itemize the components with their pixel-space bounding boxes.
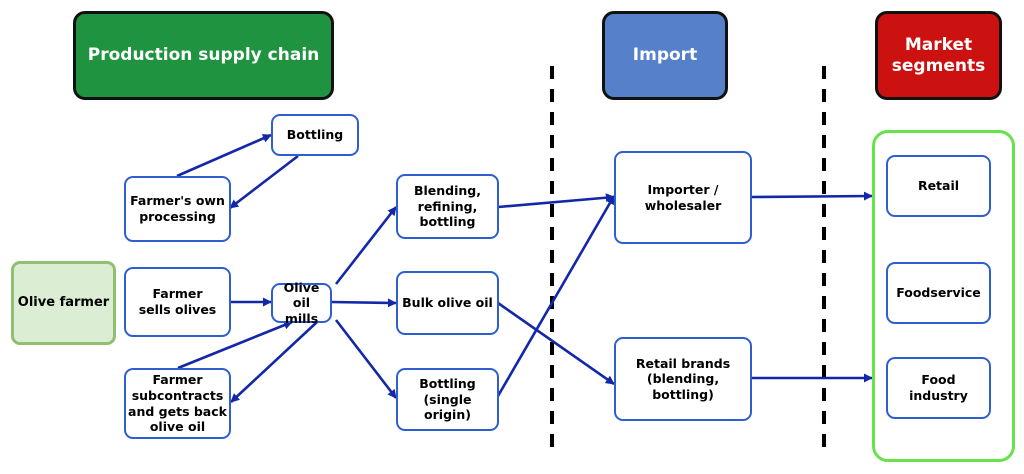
importer-wholesaler-box: Importer / wholesaler [614, 151, 752, 244]
production-header: Production supply chain [73, 11, 334, 100]
arrow-mills-to-bottling-single-origin [334, 319, 398, 399]
arrow-mills-to-bulk-oil [330, 298, 397, 308]
arrow-mills-to-blending [334, 206, 398, 285]
arrow-bottling-single-origin-to-importer [496, 195, 616, 397]
arrow-bulk-oil-to-retail-brands [497, 301, 615, 386]
olive-oil-mills-box: Olive oil mills [271, 280, 332, 326]
arrow-own-processing-to-bottling [176, 133, 272, 178]
food-industry-box: Food industry [886, 357, 991, 419]
market-segments-frame [872, 130, 1015, 462]
bottling-box: Bottling [271, 114, 359, 156]
retail-box: Retail [886, 155, 991, 217]
blending-refining-bottling-box: Blending, refining, bottling [396, 174, 499, 239]
arrow-subcontracts-to-mills [177, 320, 293, 370]
market-header: Market segments [875, 11, 1002, 100]
farmer-own-processing-box: Farmer's own processing [124, 176, 231, 242]
arrow-bottling-to-own-processing [229, 154, 299, 210]
import-header: Import [602, 11, 728, 100]
arrow-blending-to-importer [497, 193, 615, 209]
farmer-subcontracts-box: Farmer subcontracts and gets back olive … [124, 368, 231, 439]
retail-brands-box: Retail brands (blending, bottling) [614, 337, 752, 421]
olive-farmer-box: Olive farmer [11, 261, 116, 345]
arrow-importer-to-retail [751, 191, 873, 201]
bottling-single-origin-box: Bottling (single origin) [396, 368, 499, 431]
arrow-mills-to-subcontracts [230, 321, 318, 403]
farmer-sells-olives-box: Farmer sells olives [124, 267, 231, 337]
foodservice-box: Foodservice [886, 262, 991, 324]
bulk-olive-oil-box: Bulk olive oil [396, 271, 499, 335]
